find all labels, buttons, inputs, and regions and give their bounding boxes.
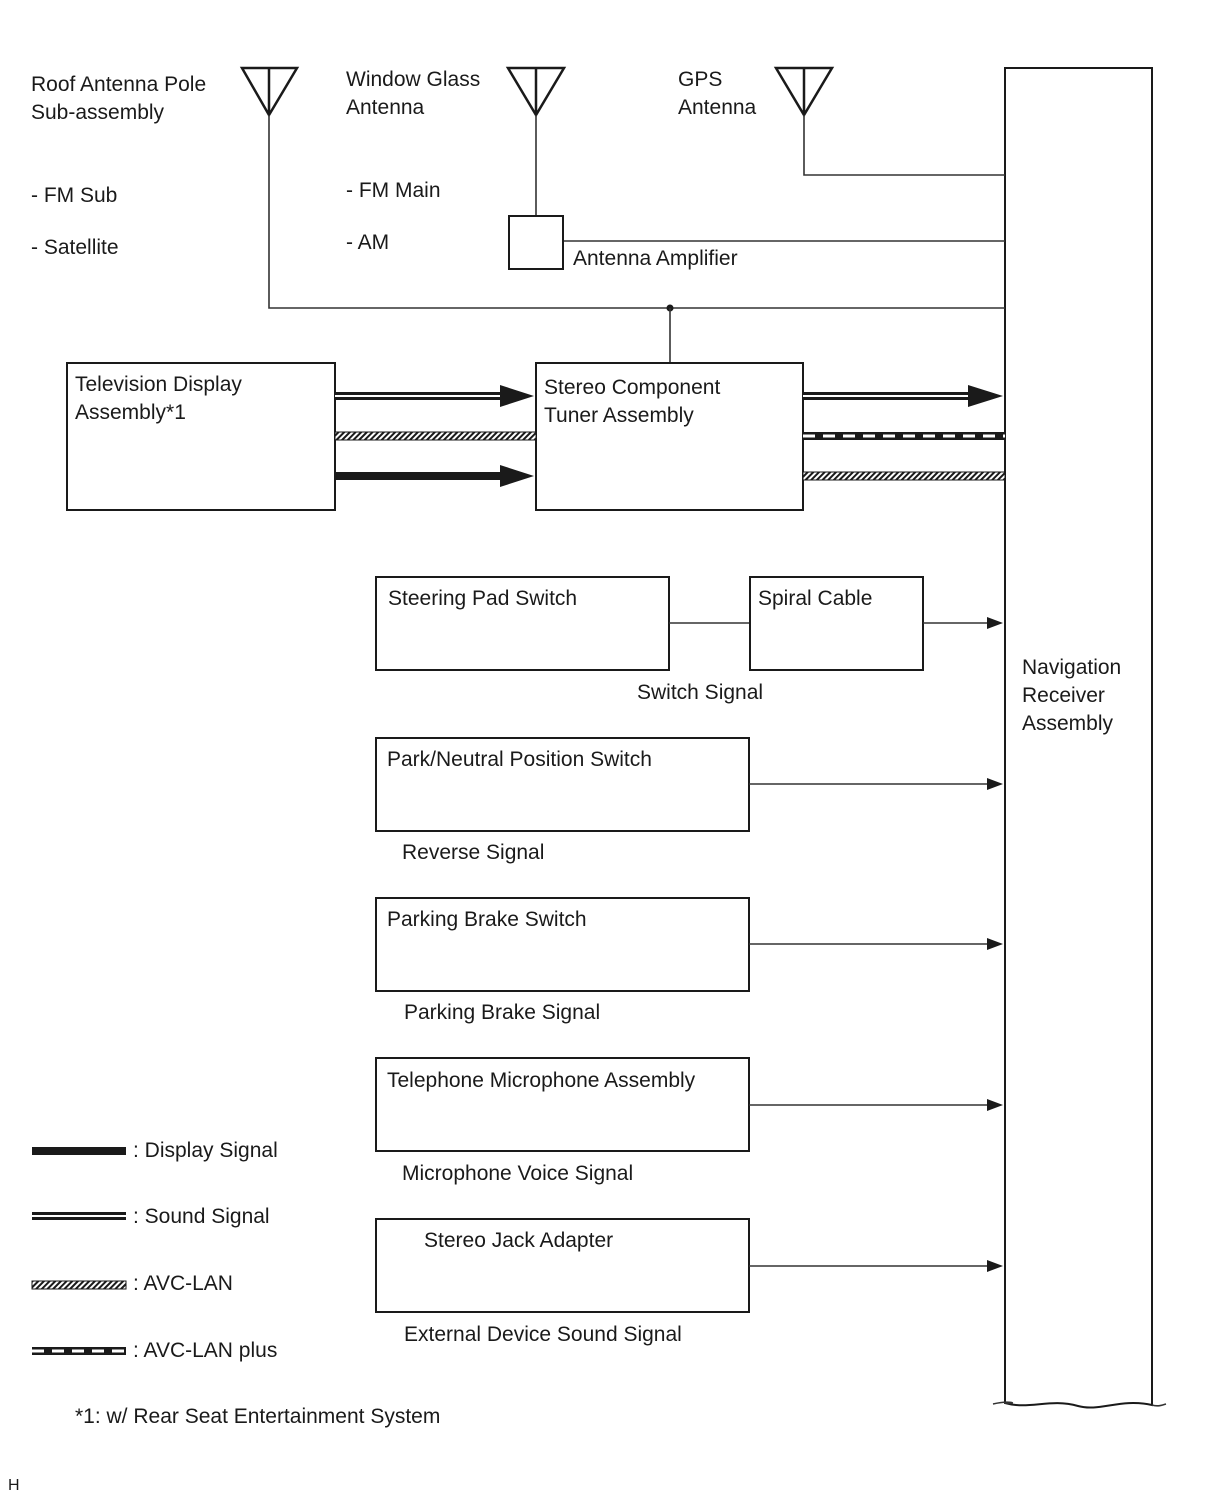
stereo-tuner-label-2: Tuner Assembly xyxy=(544,404,694,427)
external-device-signal-wire xyxy=(749,1260,1003,1272)
steering-pad-switch-label: Steering Pad Switch xyxy=(388,587,577,610)
reverse-signal-wire xyxy=(749,778,1003,790)
navigation-receiver-assembly: Navigation Receiver Assembly xyxy=(992,67,1167,1409)
tuner-avc-lan-link xyxy=(802,471,1006,481)
parking-brake-signal-label: Parking Brake Signal xyxy=(404,1001,600,1024)
window-antenna-title-1: Window Glass xyxy=(346,68,480,91)
tv-sound-link xyxy=(335,385,534,407)
legend-avc-lan-plus-label: : AVC-LAN plus xyxy=(133,1339,277,1362)
window-antenna-title-2: Antenna xyxy=(346,96,425,119)
window-antenna-fm-main: - FM Main xyxy=(346,179,441,202)
gps-antenna-icon xyxy=(773,66,835,118)
footnote: *1: w/ Rear Seat Entertainment System xyxy=(75,1405,440,1428)
roof-antenna: Roof Antenna Pole Sub-assembly - FM Sub … xyxy=(31,66,1005,362)
legend-avc-lan-swatch xyxy=(31,1280,127,1290)
window-glass-antenna: Antenna Amplifier Window Glass Antenna -… xyxy=(346,66,1005,270)
tv-display-label-2: Assembly*1 xyxy=(75,401,186,424)
navigation-label-line-1: Navigation xyxy=(1022,656,1121,679)
roof-antenna-wire xyxy=(268,115,1005,309)
antenna-amplifier-box xyxy=(508,215,564,270)
parking-brake-switch: Parking Brake Switch xyxy=(375,897,750,992)
legend: : Display Signal : Sound Signal : AVC-LA… xyxy=(31,1139,278,1362)
park-neutral-switch-label: Park/Neutral Position Switch xyxy=(387,748,652,771)
spiral-cable-label: Spiral Cable xyxy=(758,587,872,610)
reverse-signal-label: Reverse Signal xyxy=(402,841,544,864)
gps-antenna-title-1: GPS xyxy=(678,68,722,91)
legend-avc-lan-plus-swatch xyxy=(32,1347,126,1355)
roof-antenna-title-2: Sub-assembly xyxy=(31,101,165,124)
tv-avc-lan-link xyxy=(334,431,537,441)
switch-signal-label: Switch Signal xyxy=(637,681,763,704)
roof-antenna-title-1: Roof Antenna Pole xyxy=(31,73,206,96)
stereo-jack-adapter: Stereo Jack Adapter xyxy=(375,1218,750,1313)
roof-antenna-icon xyxy=(239,66,300,118)
microphone-voice-signal-label: Microphone Voice Signal xyxy=(402,1162,633,1185)
tuner-sound-link xyxy=(803,385,1003,407)
window-antenna-icon xyxy=(505,66,567,118)
roof-antenna-fm-sub: - FM Sub xyxy=(31,184,117,207)
park-neutral-position-switch: Park/Neutral Position Switch xyxy=(375,737,750,832)
gps-antenna: GPS Antenna xyxy=(678,66,1005,176)
antenna-amplifier-label: Antenna Amplifier xyxy=(573,247,738,270)
corner-mark: H xyxy=(8,1477,20,1494)
microphone-voice-signal-wire xyxy=(749,1099,1003,1111)
gps-antenna-title-2: Antenna xyxy=(678,96,757,119)
telephone-microphone-assembly: Telephone Microphone Assembly xyxy=(375,1057,750,1152)
navigation-label-line-2: Receiver xyxy=(1022,684,1105,707)
parking-brake-switch-label: Parking Brake Switch xyxy=(387,908,587,931)
microphone-assembly-label: Telephone Microphone Assembly xyxy=(387,1069,696,1092)
switch-signal-wire xyxy=(923,617,1003,629)
legend-display-swatch xyxy=(32,1147,126,1155)
stereo-tuner-label-1: Stereo Component xyxy=(544,376,720,399)
stereo-component-tuner-assembly: Stereo Component Tuner Assembly xyxy=(535,362,804,511)
external-device-signal-label: External Device Sound Signal xyxy=(404,1323,682,1346)
spiral-cable: Spiral Cable xyxy=(749,576,924,671)
navigation-label-line-3: Assembly xyxy=(1022,712,1114,735)
legend-sound-swatch xyxy=(32,1212,126,1220)
tv-display-label-1: Television Display xyxy=(75,373,242,396)
tv-display-link xyxy=(335,465,534,487)
tuner-avc-lan-plus-link xyxy=(803,432,1005,440)
parking-brake-signal-wire xyxy=(749,938,1003,950)
window-antenna-am: - AM xyxy=(346,231,389,254)
legend-avc-lan-label: : AVC-LAN xyxy=(133,1272,233,1295)
roof-antenna-satellite: - Satellite xyxy=(31,236,119,259)
legend-display-label: : Display Signal xyxy=(133,1139,278,1162)
legend-sound-label: : Sound Signal xyxy=(133,1205,270,1228)
television-display-assembly: Television Display Assembly*1 xyxy=(66,362,336,511)
steering-pad-switch: Steering Pad Switch xyxy=(375,576,670,671)
stereo-jack-adapter-label: Stereo Jack Adapter xyxy=(424,1229,613,1252)
